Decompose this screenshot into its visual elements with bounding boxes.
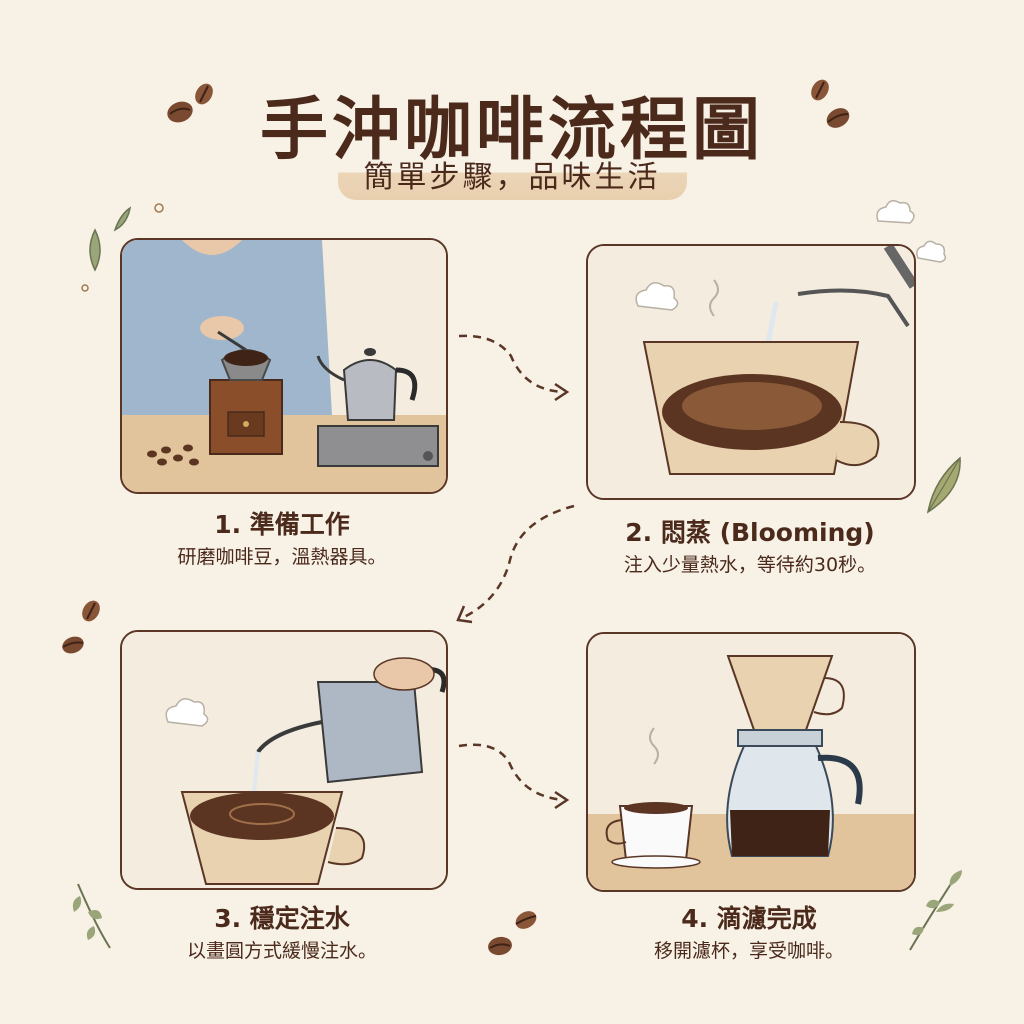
step-3-title: 3. 穩定注水 (214, 904, 350, 933)
coffee-bean-icon (811, 79, 850, 128)
step-1-caption: 1. 準備工作 研磨咖啡豆，溫熱器具。 (120, 508, 444, 572)
page-subtitle: 簡單步驟，品味生活 (337, 150, 687, 200)
flow-arrow-3-to-4 (458, 743, 570, 810)
leaf-icon (926, 456, 961, 514)
flow-arrow-2-to-3 (456, 504, 575, 624)
leaf-sprig-icon (72, 883, 111, 949)
coffee-bean-icon (167, 83, 213, 123)
leaf-icon (81, 203, 164, 292)
flow-arrow-1-to-2 (458, 334, 570, 402)
step-3-description: 以畫圓方式緩慢注水。 (186, 940, 377, 962)
step-3-illustration (120, 630, 448, 890)
step-2-illustration (586, 244, 916, 500)
step-4-description: 移開濾杯，享受咖啡。 (653, 940, 844, 962)
step-2-title: 2. 悶蒸 (Blooming) (625, 518, 875, 547)
step-1-illustration (120, 238, 448, 494)
step-1-title: 1. 準備工作 (214, 510, 350, 539)
step-1-description: 研磨咖啡豆，溫熱器具。 (177, 546, 387, 568)
step-2-description: 注入少量熱水，等待約30秒。 (623, 554, 877, 576)
steam-cloud-icon (876, 200, 947, 263)
coffee-bean-icon (62, 600, 100, 654)
step-4-illustration (586, 632, 916, 892)
coffee-bean-icon (488, 911, 537, 956)
step-3-caption: 3. 穩定注水 以畫圓方式緩慢注水。 (120, 902, 444, 966)
step-4-title: 4. 滴濾完成 (681, 904, 817, 933)
step-2-caption: 2. 悶蒸 (Blooming) 注入少量熱水，等待約30秒。 (570, 516, 930, 580)
step-4-caption: 4. 滴濾完成 移開濾杯，享受咖啡。 (586, 902, 912, 966)
leaf-sprig-icon (909, 870, 962, 951)
